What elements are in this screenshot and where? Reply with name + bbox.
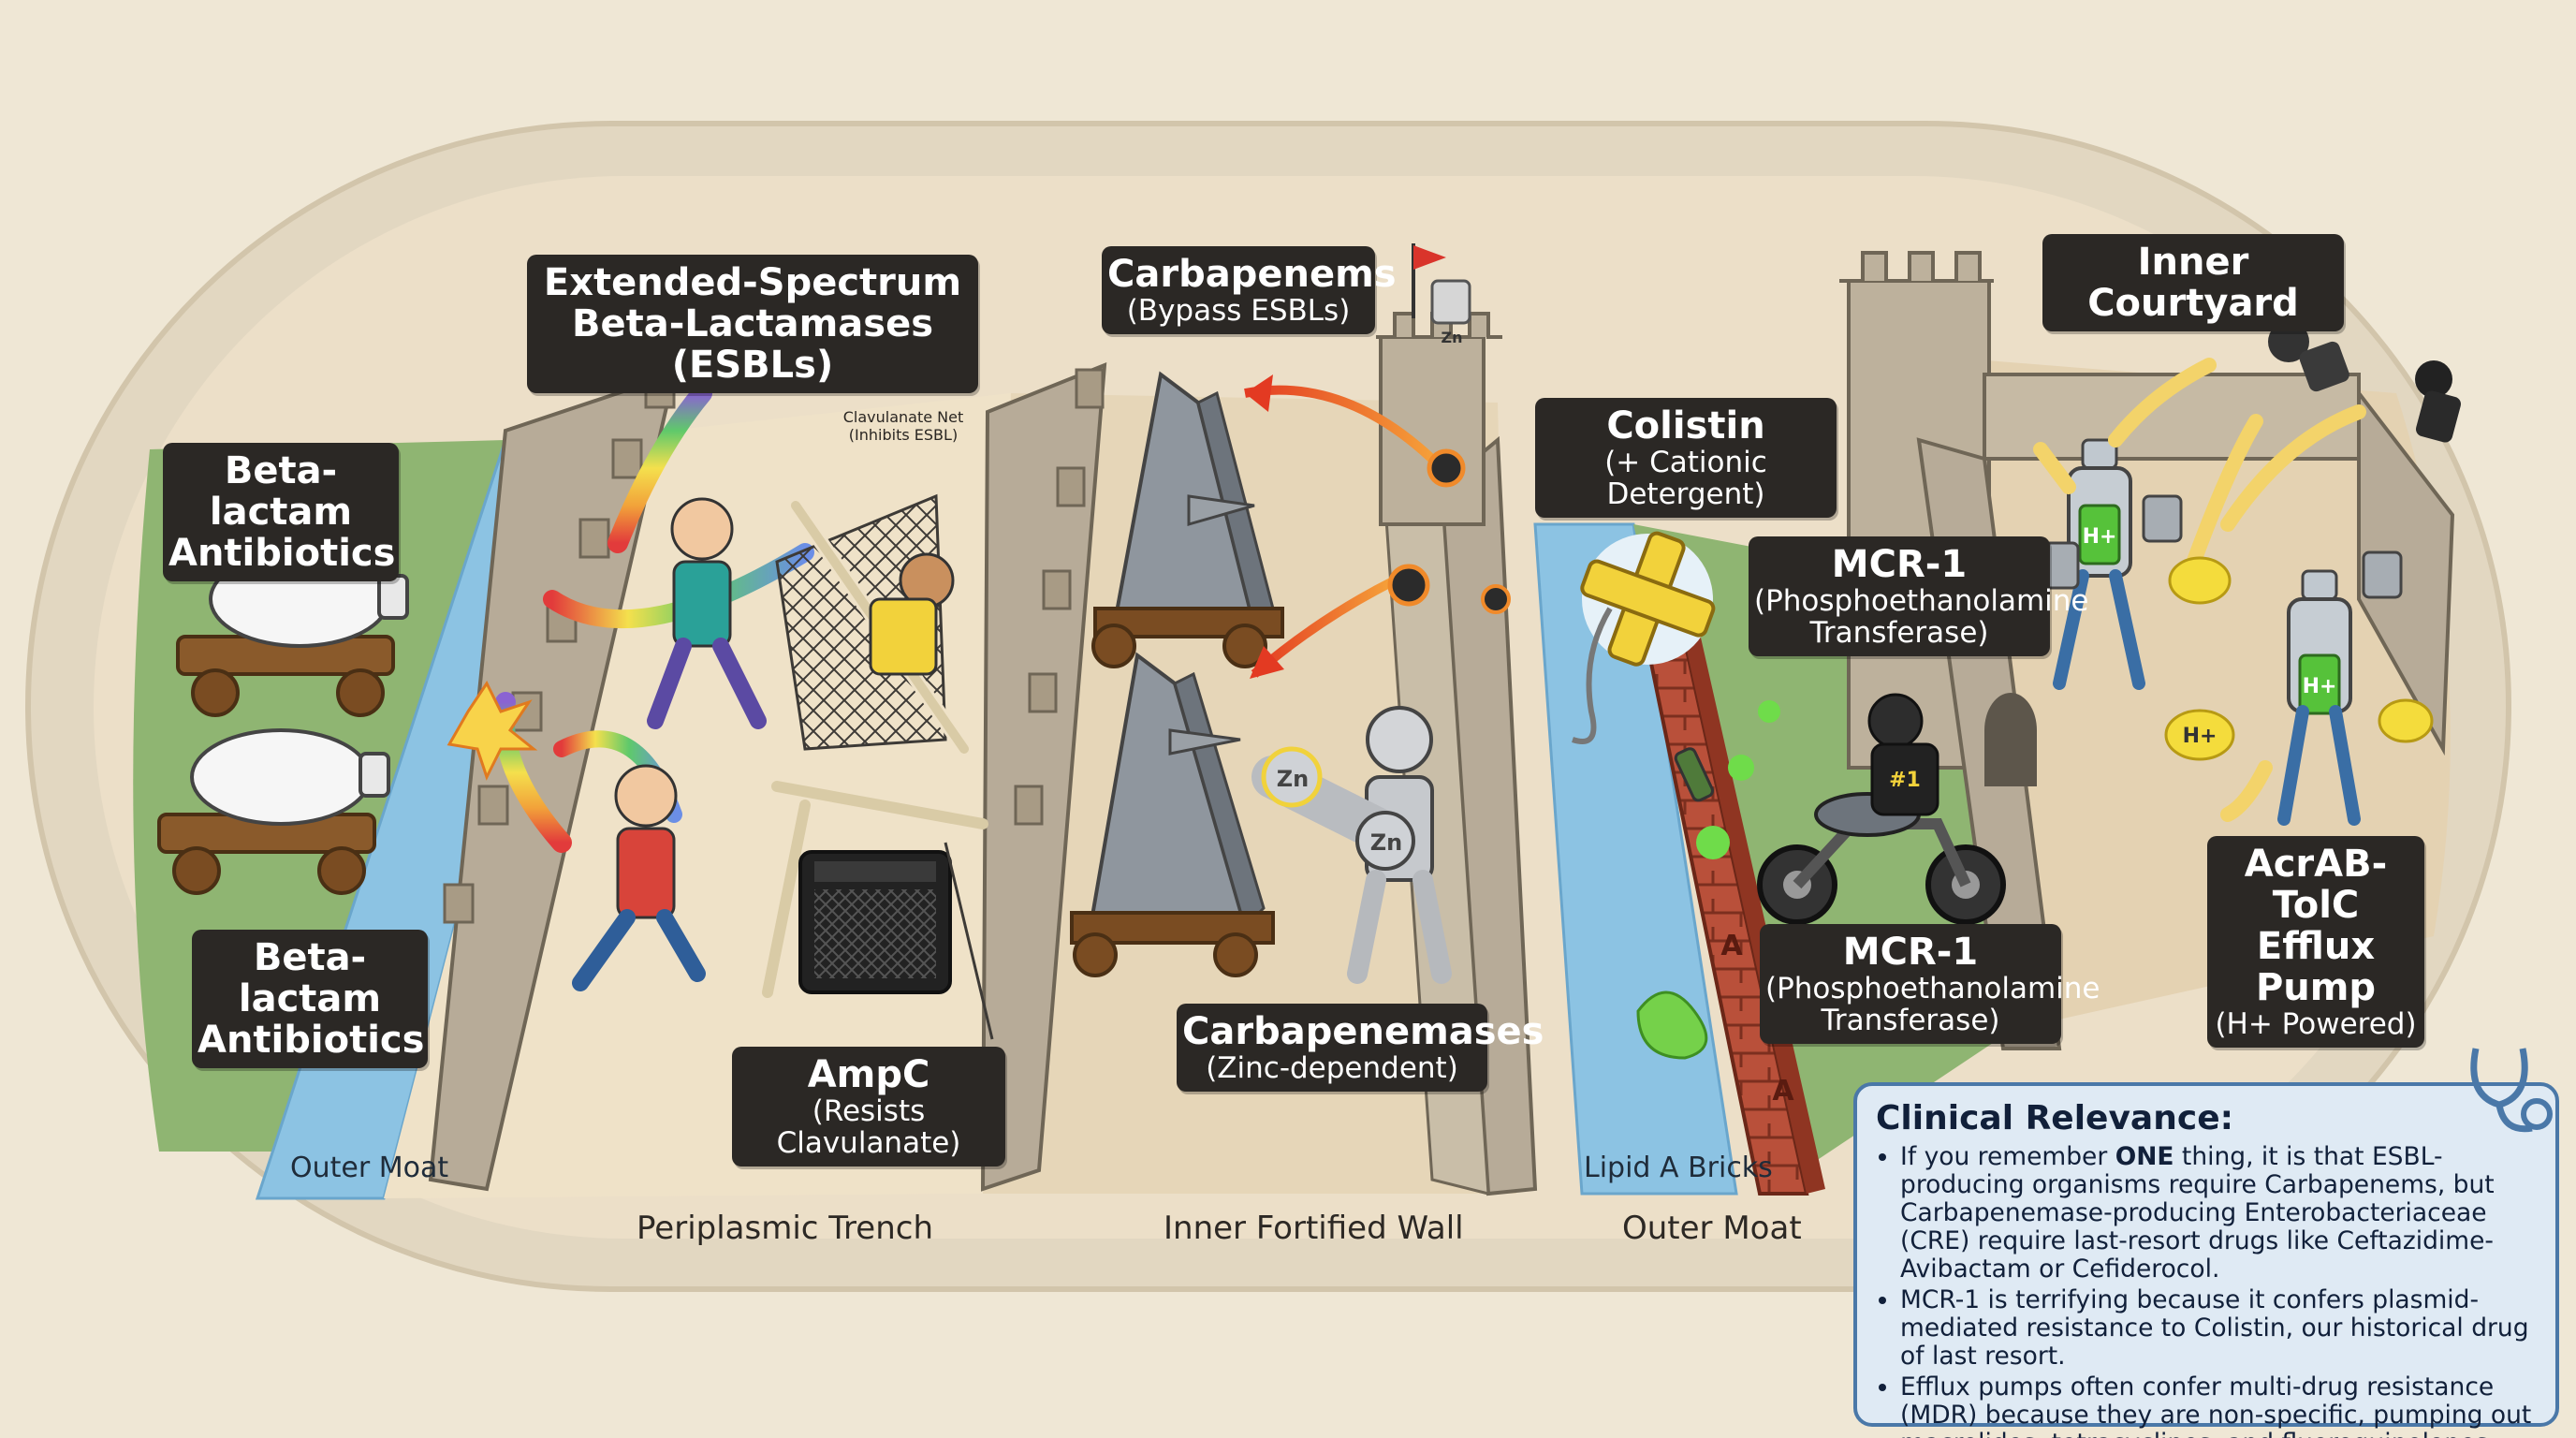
- label-mcr1-bottom: MCR-1 (Phosphoethanolamine Transferase): [1760, 924, 2100, 1044]
- label-inner-courtyard: Inner Courtyard: [2042, 234, 2344, 331]
- label-esbl-line2: Beta-Lactamases (ESBLs): [571, 302, 934, 387]
- label-acrab-tolc: AcrAB-TolC Efflux Pump (H+ Powered): [2207, 836, 2424, 1048]
- lemons: [2164, 556, 2434, 761]
- label-esbl: Extended-Spectrum Beta-Lactamases (ESBLs…: [527, 255, 978, 393]
- zone-periplasmic-trench: Periplasmic Trench: [637, 1210, 933, 1247]
- label-beta-lactam-top-line1: Beta-lactam: [209, 449, 353, 534]
- clinical-bullet-1: If you remember ONE thing, it is that ES…: [1900, 1143, 2537, 1284]
- label-mcr1-bottom-title: MCR-1: [1842, 931, 1979, 974]
- siege-tower-bottom: [1070, 652, 1275, 977]
- clinical-relevance-box: Clinical Relevance: If you remember ONE …: [1853, 1082, 2559, 1438]
- zone-outer-moat-left: Outer Moat: [290, 1152, 449, 1184]
- label-carbapenems-title: Carbapenems: [1107, 253, 1397, 296]
- fireball-arrows: [1244, 374, 1511, 679]
- label-clavulanate-sub: (Inhibits ESBL): [848, 426, 959, 444]
- zn-glyph-knight: Zn: [1370, 829, 1403, 856]
- label-ampc-sub: (Resists Clavulanate): [776, 1094, 961, 1160]
- zn-glyph-tower: Zn: [1442, 329, 1463, 346]
- clinical-bullet-2: MCR-1 is terrifying because it confers p…: [1900, 1286, 2537, 1371]
- label-beta-lactam-top: Beta-lactam Antibiotics: [163, 443, 399, 581]
- label-colistin-sub: (+ Cationic Detergent): [1604, 446, 1767, 511]
- siege-tower-top: [1091, 371, 1284, 668]
- zone-lipid-a-bricks: Lipid A Bricks: [1584, 1152, 1773, 1184]
- label-esbl-line1: Extended-Spectrum: [543, 261, 962, 304]
- zinc-knight: [1251, 706, 1452, 984]
- label-mcr1-top-title: MCR-1: [1831, 543, 1968, 586]
- label-carbapenems-sub: (Bypass ESBLs): [1126, 294, 1351, 328]
- label-mcr1-bottom-sub1: (Phosphoethanolamine: [1765, 972, 2100, 1005]
- fleeing-burglars: [2268, 321, 2461, 443]
- label-carbapenems: Carbapenems (Bypass ESBLs): [1102, 246, 1397, 334]
- h-plus-glyph-lemon: H+: [2183, 725, 2217, 748]
- label-carbapenemases-title: Carbapenemases: [1182, 1010, 1544, 1053]
- label-carbapenemases: Carbapenemases (Zinc-dependent): [1177, 1004, 1544, 1092]
- lipid-a-letter-1: A: [1720, 930, 1743, 962]
- cannon-cart-2: [157, 728, 390, 895]
- label-beta-lactam-bottom: Beta-lactam Antibiotics: [192, 930, 428, 1068]
- clinical-bullet-3: Efflux pumps often confer multi-drug res…: [1900, 1373, 2537, 1438]
- stone-wall-middle: [980, 361, 1107, 1192]
- ampc-amplifier: [762, 781, 994, 1040]
- efflux-pump-character-1: [2039, 438, 2183, 690]
- label-colistin-title: Colistin: [1606, 404, 1765, 448]
- mcr1-motorcycle: [1757, 693, 2006, 925]
- clinical-bullet-1-bold: ONE: [2115, 1142, 2174, 1171]
- label-inner-courtyard-title: Inner Courtyard: [2087, 241, 2299, 325]
- label-beta-lactam-top-line2: Antibiotics: [168, 532, 396, 575]
- label-acrab-line2: Efflux Pump: [2255, 925, 2377, 1009]
- rider-number: #1: [1889, 769, 1921, 792]
- label-clavulanate-title: Clavulanate Net: [842, 408, 964, 426]
- label-mcr1-top: MCR-1 (Phosphoethanolamine Transferase): [1749, 536, 2089, 656]
- zone-inner-fortified-wall: Inner Fortified Wall: [1164, 1210, 1464, 1247]
- clavulanate-net: [775, 493, 972, 756]
- label-ampc-title: AmpC: [807, 1053, 930, 1096]
- efflux-pump-character-2: [2277, 550, 2403, 826]
- label-colistin: Colistin (+ Cationic Detergent): [1535, 398, 1837, 518]
- colistin-cross: [1572, 531, 1716, 744]
- efflux-arrows: [2033, 358, 2366, 822]
- h-plus-glyph-1: H+: [2083, 525, 2117, 549]
- label-mcr1-top-sub2: Transferase): [1809, 616, 1989, 650]
- stethoscope-icon: [2470, 1048, 2553, 1133]
- lipid-a-letter-2: A: [1772, 1075, 1794, 1108]
- label-mcr1-bottom-sub2: Transferase): [1821, 1004, 2000, 1037]
- inner-floor: [983, 393, 1516, 1194]
- esbl-batter-bottom: [446, 681, 706, 991]
- label-beta-lactam-bottom-line2: Antibiotics: [198, 1019, 425, 1062]
- label-acrab-sub: (H+ Powered): [2215, 1007, 2417, 1041]
- label-carbapenemases-sub: (Zinc-dependent): [1206, 1051, 1458, 1085]
- clinical-title: Clinical Relevance:: [1876, 1099, 2234, 1137]
- zn-glyph-orb: Zn: [1277, 766, 1310, 792]
- label-mcr1-top-sub1: (Phosphoethanolamine: [1754, 584, 2089, 618]
- label-beta-lactam-bottom-line1: Beta-lactam: [238, 936, 382, 1020]
- clinical-bullet-1-post: thing, it is that ESBL-producing organis…: [1900, 1142, 2495, 1284]
- h-plus-glyph-2: H+: [2303, 675, 2337, 698]
- label-acrab-line1: AcrAB-TolC: [2244, 843, 2388, 927]
- clinical-bullet-1-pre: If you remember: [1900, 1142, 2115, 1171]
- zone-outer-moat-right: Outer Moat: [1622, 1210, 1802, 1247]
- label-clavulanate: Clavulanate Net (Inhibits ESBL): [772, 408, 1034, 444]
- clinical-list: If you remember ONE thing, it is that ES…: [1876, 1143, 2537, 1438]
- esbl-batter-top: [543, 383, 814, 729]
- label-ampc: AmpC (Resists Clavulanate): [732, 1047, 1005, 1167]
- green-slime: [1636, 700, 1780, 1060]
